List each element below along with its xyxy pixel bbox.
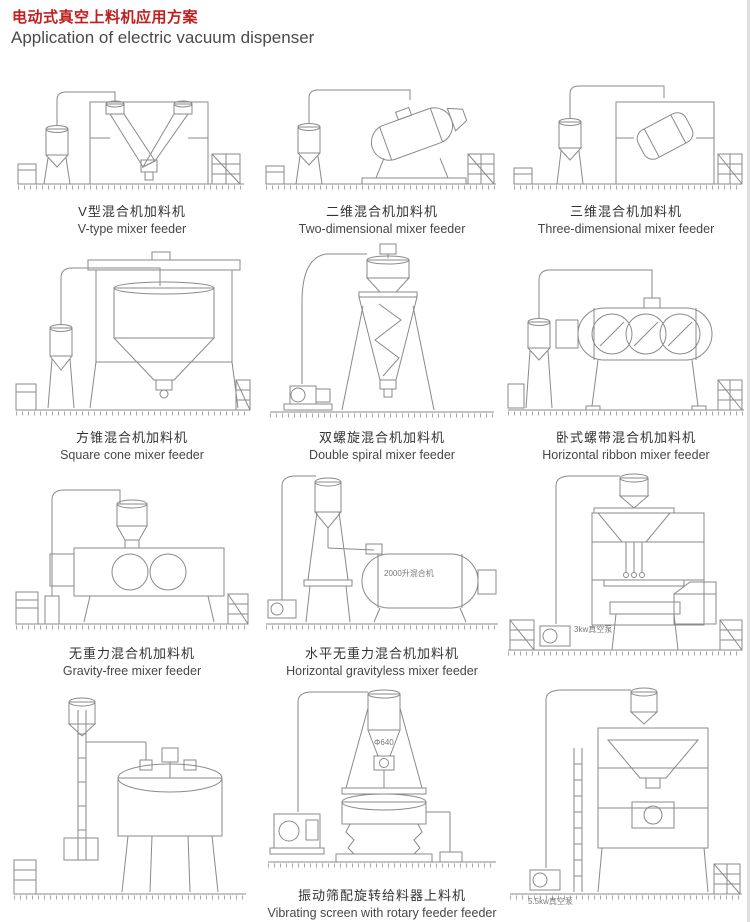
caption-cn: 振动筛配旋转给料器上料机 bbox=[297, 888, 466, 903]
page-edge-strip bbox=[747, 0, 750, 922]
caption-cn: 三维混合机加料机 bbox=[569, 204, 682, 219]
caption-en: Double spiral mixer feeder bbox=[309, 448, 455, 462]
caption-en: Three-dimensional mixer feeder bbox=[537, 222, 715, 236]
caption-en: Vibrating screen with rotary feeder feed… bbox=[267, 906, 497, 920]
double-spiral-mixer-illustration bbox=[270, 243, 494, 418]
figure-two-dimensional-mixer-feeder: 二维混合机加料机 Two-dimensional mixer feeder bbox=[262, 72, 502, 238]
caption-en: Horizontal ribbon mixer feeder bbox=[542, 448, 710, 462]
caption-en: Horizontal gravityless mixer feeder bbox=[286, 664, 478, 678]
two-dimensional-mixer-illustration bbox=[265, 89, 496, 190]
machine-label-2000l: 2000升混合机 bbox=[384, 569, 434, 578]
horizontal-gravityless-mixer-illustration bbox=[266, 475, 498, 630]
caption-cn: 卧式螺带混合机加料机 bbox=[555, 430, 696, 445]
caption-en: V-type mixer feeder bbox=[77, 222, 187, 236]
caption-en: Two-dimensional mixer feeder bbox=[298, 222, 466, 236]
page-title-cn: 电动式真空上料机应用方案 bbox=[12, 9, 199, 26]
figure-tower-feeder-with-vacuum-pump: 5.5kw真空泵 bbox=[506, 684, 746, 922]
gravity-free-mixer-illustration bbox=[15, 489, 249, 630]
tower-vacuum-pump-illustration bbox=[510, 687, 742, 900]
machine-label-3kw-pump: 3kw真空泵 bbox=[574, 625, 613, 634]
caption-en: Square cone mixer feeder bbox=[60, 448, 204, 462]
caption-cn: 方锥混合机加料机 bbox=[75, 430, 188, 445]
figure-horizontal-ribbon-mixer-feeder: 卧式螺带混合机加料机 Horizontal ribbon mixer feede… bbox=[506, 242, 746, 464]
mixing-vessel-illustration bbox=[13, 697, 246, 900]
caption-cn: V型混合机加料机 bbox=[78, 204, 186, 219]
caption-cn: 二维混合机加料机 bbox=[325, 204, 438, 219]
horizontal-ribbon-mixer-illustration bbox=[507, 269, 744, 416]
figure-vibrating-screen-rotary-feeder: Φ640 振动筛配旋转给料器上料机 Vibrating screen with … bbox=[262, 684, 502, 922]
page-title-en: Application of electric vacuum dispenser bbox=[11, 28, 315, 47]
machine-label-5-5kw-pump: 5.5kw真空泵 bbox=[528, 897, 573, 906]
tower-feeder-illustration bbox=[508, 473, 743, 656]
figure-mixing-vessel-feeder bbox=[4, 684, 260, 922]
figure-horizontal-gravityless-mixer-feeder: 2000升混合机 水平无重力混合机加料机 Horizontal gravityl… bbox=[262, 468, 502, 680]
caption-cn: 无重力混合机加料机 bbox=[68, 646, 195, 661]
caption-cn: 双螺旋混合机加料机 bbox=[318, 430, 445, 445]
figure-v-type-mixer-feeder: V型混合机加料机 V-type mixer feeder bbox=[4, 72, 260, 238]
figure-square-cone-mixer-feeder: 方锥混合机加料机 Square cone mixer feeder bbox=[4, 242, 260, 464]
figure-gravity-free-mixer-feeder: 无重力混合机加料机 Gravity-free mixer feeder bbox=[4, 468, 260, 680]
caption-en: Gravity-free mixer feeder bbox=[62, 664, 202, 678]
caption-cn: 水平无重力混合机加料机 bbox=[304, 646, 459, 661]
vibrating-screen-illustration bbox=[268, 689, 496, 868]
figure-three-dimensional-mixer-feeder: 三维混合机加料机 Three-dimensional mixer feeder bbox=[506, 72, 746, 238]
figure-double-spiral-mixer-feeder: 双螺旋混合机加料机 Double spiral mixer feeder bbox=[262, 242, 502, 464]
three-dimensional-mixer-illustration bbox=[513, 85, 743, 190]
v-type-mixer-illustration bbox=[17, 91, 244, 190]
machine-label-phi640: Φ640 bbox=[374, 738, 394, 747]
square-cone-mixer-illustration bbox=[15, 251, 251, 416]
figure-tower-feeder-system: 3kw真空泵 bbox=[506, 468, 746, 680]
